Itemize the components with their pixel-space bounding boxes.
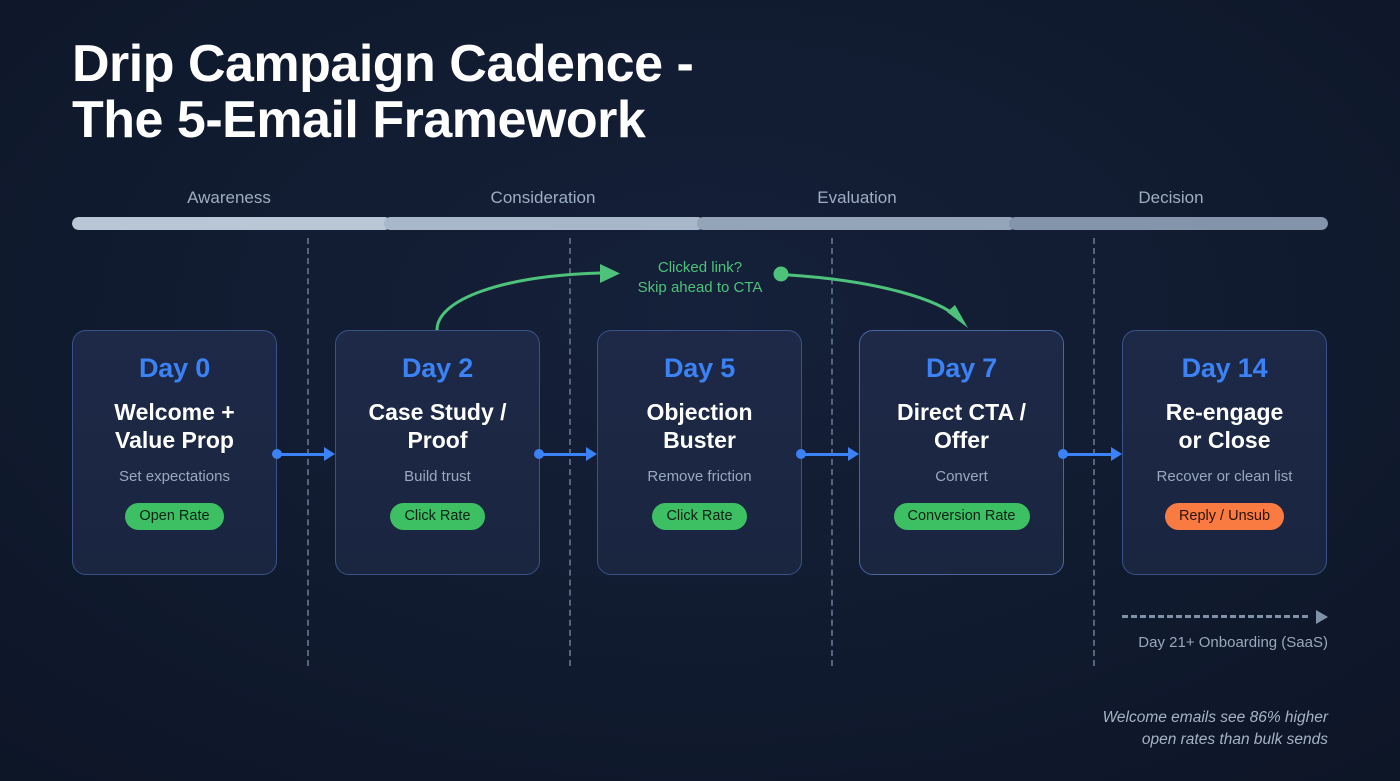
stage-divider-4 <box>1093 238 1095 666</box>
email-card-day-5[interactable]: Day 5 Objection Buster Remove friction C… <box>597 330 802 575</box>
page-title: Drip Campaign Cadence - The 5-Email Fram… <box>72 35 694 150</box>
connector-line <box>542 452 586 456</box>
skip-curve-right <box>787 273 960 320</box>
funnel-stage-labels: Awareness Consideration Evaluation Decis… <box>72 188 1328 208</box>
connector-dot-icon <box>1058 449 1068 459</box>
card-subtitle: Remove friction <box>647 468 752 486</box>
connector-dot-icon <box>796 449 806 459</box>
connector-line <box>804 452 848 456</box>
connector-arrow-icon <box>1111 447 1122 461</box>
skip-curve-left <box>435 271 602 332</box>
connector-arrow-icon <box>586 447 597 461</box>
stage-label-evaluation: Evaluation <box>817 188 897 207</box>
future-onboarding-label: Day 21+ Onboarding (SaaS) <box>1138 634 1328 651</box>
connector-line <box>1066 452 1111 456</box>
card-metric-badge: Reply / Unsub <box>1164 503 1285 531</box>
future-arrow-line <box>1122 615 1308 618</box>
card-day-label: Day 2 <box>401 353 474 383</box>
card-day-label: Day 5 <box>663 353 736 383</box>
card-subtitle: Set expectations <box>119 468 230 486</box>
card-metric-badge: Open Rate <box>125 503 224 531</box>
card-subtitle: Convert <box>935 468 988 486</box>
connector-day2-to-day5 <box>534 446 597 462</box>
card-metric-badge: Click Rate <box>390 503 485 531</box>
card-subtitle: Build trust <box>404 468 471 486</box>
card-day-label: Day 7 <box>925 353 998 383</box>
connector-line <box>280 452 324 456</box>
card-day-label: Day 0 <box>138 353 211 383</box>
footnote-stat: Welcome emails see 86% higher open rates… <box>1102 709 1328 748</box>
future-arrow-head <box>1316 610 1328 624</box>
connector-day5-to-day7 <box>796 446 859 462</box>
card-title: Case Study / Proof <box>368 399 507 454</box>
progress-segment-awareness <box>72 217 392 230</box>
card-title: Direct CTA / Offer <box>896 399 1027 454</box>
card-title: Re-engage or Close <box>1165 399 1284 454</box>
card-metric-badge: Click Rate <box>652 503 747 531</box>
progress-segment-consideration <box>384 217 704 230</box>
card-title: Objection Buster <box>646 399 753 454</box>
progress-segment-decision <box>1008 217 1328 230</box>
email-card-day-0[interactable]: Day 0 Welcome + Value Prop Set expectati… <box>72 330 277 575</box>
stage-divider-1 <box>307 238 309 666</box>
email-card-day-7[interactable]: Day 7 Direct CTA / Offer Convert Convers… <box>859 330 1064 575</box>
connector-arrow-icon <box>848 447 859 461</box>
skip-ahead-label: Clicked link? Skip ahead to CTA <box>637 259 763 296</box>
card-metric-badge: Conversion Rate <box>893 503 1030 531</box>
stage-label-decision: Decision <box>1138 188 1204 207</box>
future-onboarding-arrow-icon <box>1122 610 1328 624</box>
stage-divider-3 <box>831 238 833 666</box>
email-card-day-2[interactable]: Day 2 Case Study / Proof Build trust Cli… <box>335 330 540 575</box>
skip-arrowhead-right <box>947 305 968 328</box>
stage-label-consideration: Consideration <box>490 188 596 207</box>
connector-arrow-icon <box>324 447 335 461</box>
funnel-progress-bar <box>72 217 1328 230</box>
stage-label-awareness: Awareness <box>187 188 271 207</box>
card-subtitle: Recover or clean list <box>1156 468 1293 486</box>
stage-divider-2 <box>569 238 571 666</box>
card-day-label: Day 14 <box>1181 353 1268 383</box>
email-card-day-14[interactable]: Day 14 Re-engage or Close Recover or cle… <box>1122 330 1327 575</box>
card-title: Welcome + Value Prop <box>114 399 235 454</box>
connector-day7-to-day14 <box>1058 446 1122 462</box>
connector-dot-icon <box>534 449 544 459</box>
progress-segment-evaluation <box>696 217 1016 230</box>
connector-dot-icon <box>272 449 282 459</box>
connector-day0-to-day2 <box>272 446 335 462</box>
